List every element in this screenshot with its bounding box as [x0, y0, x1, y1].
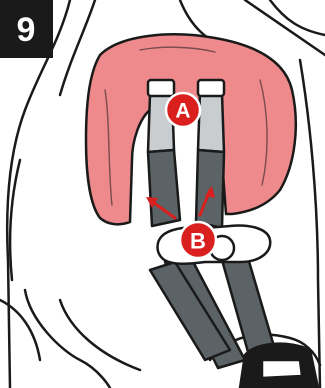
buckle-icon — [240, 344, 318, 388]
callout-b: B — [180, 222, 216, 258]
callout-b-label: B — [190, 229, 206, 254]
step-number: 9 — [17, 11, 36, 49]
callout-a: A — [166, 93, 200, 127]
shoulder-pad — [86, 34, 296, 224]
step-number-badge: 9 — [0, 0, 53, 58]
callout-a-label: A — [175, 100, 190, 123]
